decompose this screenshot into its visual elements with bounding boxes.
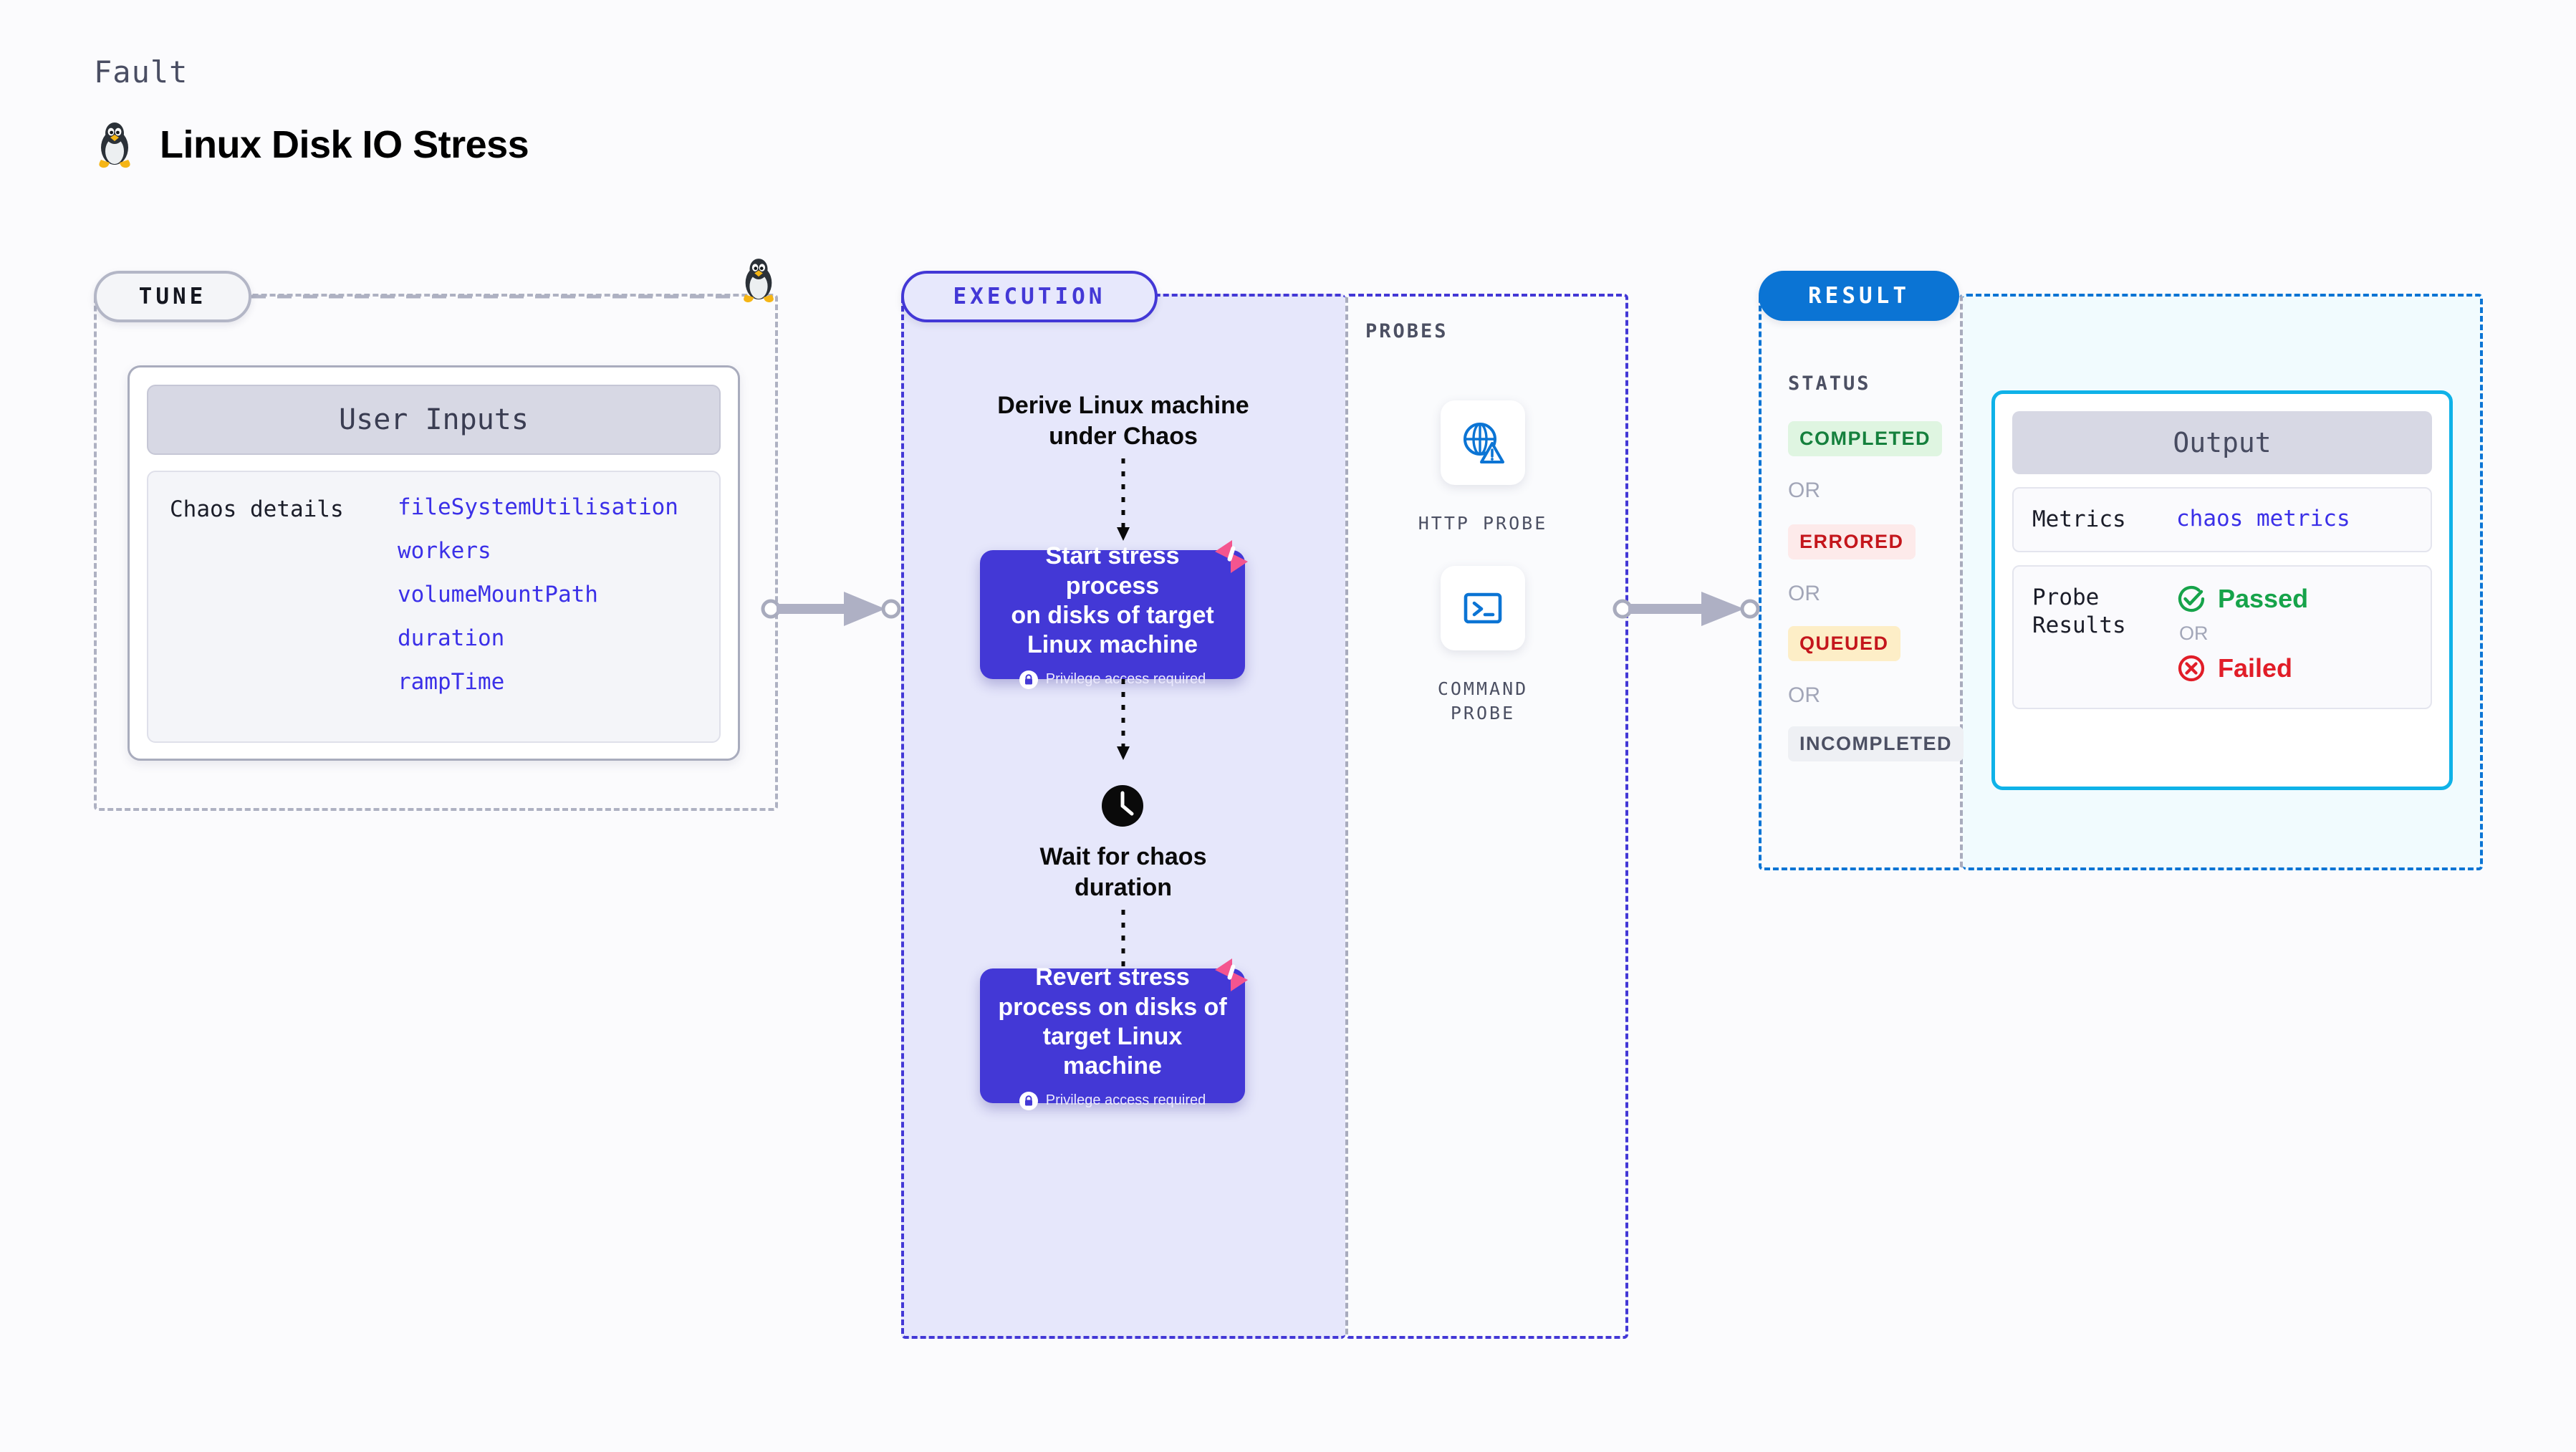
execution-node-revert-stress-text: Revert stress process on disks of target… — [998, 963, 1227, 1080]
privilege-row-2: Privilege access required — [1019, 1091, 1206, 1110]
privilege-label-2: Privilege access required — [1045, 1092, 1206, 1109]
status-or-2: OR — [1788, 582, 1820, 605]
lock-icon — [1019, 1091, 1038, 1110]
x-circle-icon — [2176, 653, 2206, 683]
arrow-down-icon-1 — [1117, 458, 1130, 541]
output-card: Output Metrics chaos metrics Probe Resul… — [1991, 390, 2453, 790]
tune-pill[interactable]: TUNE — [94, 271, 251, 322]
chaos-details-key: Chaos details — [170, 496, 344, 522]
arrow-right-icon-probes-to-result — [1613, 592, 1760, 626]
page-title: Linux Disk IO Stress — [160, 123, 529, 166]
status-badge-errored: ERRORED — [1788, 524, 1916, 559]
probe-result-failed: Failed — [2176, 653, 2308, 683]
probe-result-passed-label: Passed — [2218, 583, 2309, 613]
privilege-row-1: Privilege access required — [1019, 670, 1206, 689]
chaos-param-ramptime[interactable]: rampTime — [398, 669, 505, 695]
status-badge-completed: COMPLETED — [1788, 421, 1943, 456]
user-inputs-body: Chaos details fileSystemUtilisation work… — [147, 471, 721, 743]
output-metrics-row: Metrics chaos metrics — [2012, 487, 2432, 552]
probe-tile-command[interactable] — [1441, 566, 1525, 650]
status-or-1: OR — [1788, 479, 1820, 502]
status-title: STATUS — [1788, 372, 1871, 395]
execution-pill[interactable]: EXECUTION — [901, 271, 1158, 322]
probe-result-failed-label: Failed — [2218, 653, 2293, 683]
probe-result-passed: Passed — [2176, 584, 2308, 614]
check-circle-icon — [2176, 584, 2206, 614]
output-probe-results-row: Probe Results Passed OR — [2012, 564, 2432, 709]
user-inputs-card: User Inputs Chaos details fileSystemUtil… — [128, 365, 740, 761]
privilege-label-1: Privilege access required — [1045, 671, 1206, 688]
probe-caption-http: HTTP PROBE — [1418, 513, 1548, 534]
execution-node-start-stress[interactable]: Start stress process on disks of target … — [980, 542, 1245, 689]
execution-node-start-stress-text: Start stress process on disks of target … — [1011, 542, 1214, 659]
output-metrics-value[interactable]: chaos metrics — [2176, 506, 2350, 532]
output-header: Output — [2012, 411, 2432, 474]
clock-icon — [1096, 779, 1149, 832]
output-probe-results-values: Passed OR Failed — [2176, 584, 2308, 683]
globe-warning-icon — [1458, 418, 1508, 468]
result-pill[interactable]: RESULT — [1759, 271, 1959, 321]
chaos-param-duration[interactable]: duration — [398, 625, 505, 651]
chaos-badge-icon-2 — [1211, 954, 1252, 996]
output-metrics-key: Metrics — [2032, 506, 2126, 532]
fault-eyebrow-label: Fault — [94, 54, 188, 90]
probe-caption-command: COMMAND PROBE — [1437, 678, 1529, 723]
status-region — [1759, 294, 1963, 870]
execution-node-revert-stress[interactable]: Revert stress process on disks of target… — [980, 963, 1245, 1110]
status-badge-queued: QUEUED — [1788, 626, 1900, 661]
chaos-param-filesystemutilisation[interactable]: fileSystemUtilisation — [398, 494, 678, 520]
terminal-icon — [1458, 583, 1508, 633]
lock-icon — [1019, 670, 1038, 689]
user-inputs-header: User Inputs — [147, 385, 721, 455]
probe-tile-http[interactable] — [1441, 400, 1525, 485]
execution-step-derive-label: Derive Linux machine under Chaos — [997, 392, 1249, 450]
page-title-row: Linux Disk IO Stress — [94, 120, 529, 169]
arrow-down-icon-2 — [1117, 679, 1130, 760]
status-badge-incompleted: INCOMPLETED — [1788, 726, 1964, 761]
chaos-param-volumemountpath[interactable]: volumeMountPath — [398, 582, 598, 607]
probes-title: PROBES — [1365, 320, 1448, 342]
linux-penguin-icon — [94, 120, 135, 169]
output-probe-results-key: Probe Results — [2032, 584, 2126, 638]
chaos-details-values: fileSystemUtilisation workers volumeMoun… — [398, 496, 678, 720]
chaos-param-workers[interactable]: workers — [398, 538, 491, 564]
linux-penguin-marker-icon — [739, 256, 779, 304]
arrow-right-icon-tune-to-execution — [761, 592, 901, 626]
probe-result-or: OR — [2179, 622, 2209, 644]
tune-dashed-connector — [251, 294, 739, 299]
chaos-badge-icon-1 — [1211, 536, 1252, 577]
execution-step-wait-label: Wait for chaos duration — [1039, 843, 1207, 901]
status-or-3: OR — [1788, 683, 1820, 707]
